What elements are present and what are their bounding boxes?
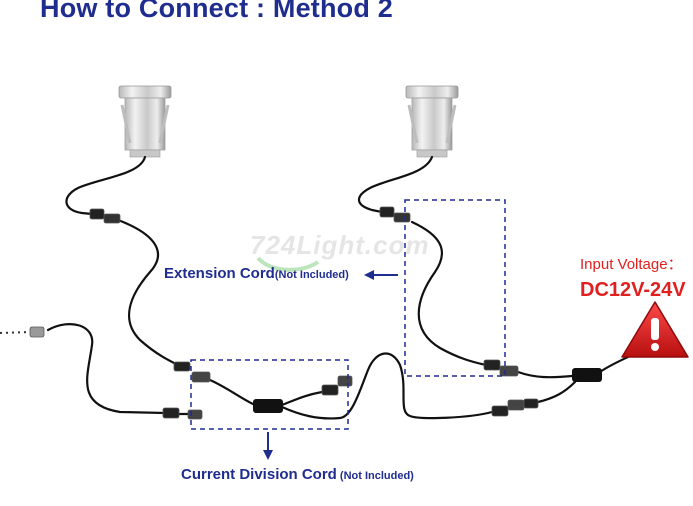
extension-cord-highlight-box <box>404 199 506 377</box>
diagram-title: How to Connect : Method 2 <box>40 0 393 23</box>
extension-cord-label: Extension Cord(Not Included) <box>164 265 349 283</box>
warning-icon <box>621 301 689 358</box>
watermark-text: 724Light.com <box>250 230 430 260</box>
input-voltage-label: Input Voltage： <box>580 256 683 273</box>
arrow-down-icon <box>263 432 273 460</box>
lamp-icon-1 <box>118 85 172 158</box>
arrow-left-icon <box>364 270 398 280</box>
division-cord-note: (Not Included) <box>336 470 414 482</box>
connectors <box>29 206 539 420</box>
wires <box>46 155 634 420</box>
extension-cord-note: (Not Included) <box>274 269 349 281</box>
incoming-cord-dots <box>0 331 31 334</box>
input-voltage-value: DC12V-24V <box>580 279 686 301</box>
division-cord-text: Current Division Cord <box>181 466 337 483</box>
lamp-icon-2 <box>405 85 459 158</box>
splitter-right <box>572 368 602 382</box>
splitter-left <box>253 399 283 413</box>
division-cord-highlight-box <box>190 359 349 430</box>
division-cord-label: Current Division Cord (Not Included) <box>181 466 414 484</box>
watermark-swoosh-icon <box>256 256 320 272</box>
extension-cord-text: Extension Cord <box>164 265 275 282</box>
